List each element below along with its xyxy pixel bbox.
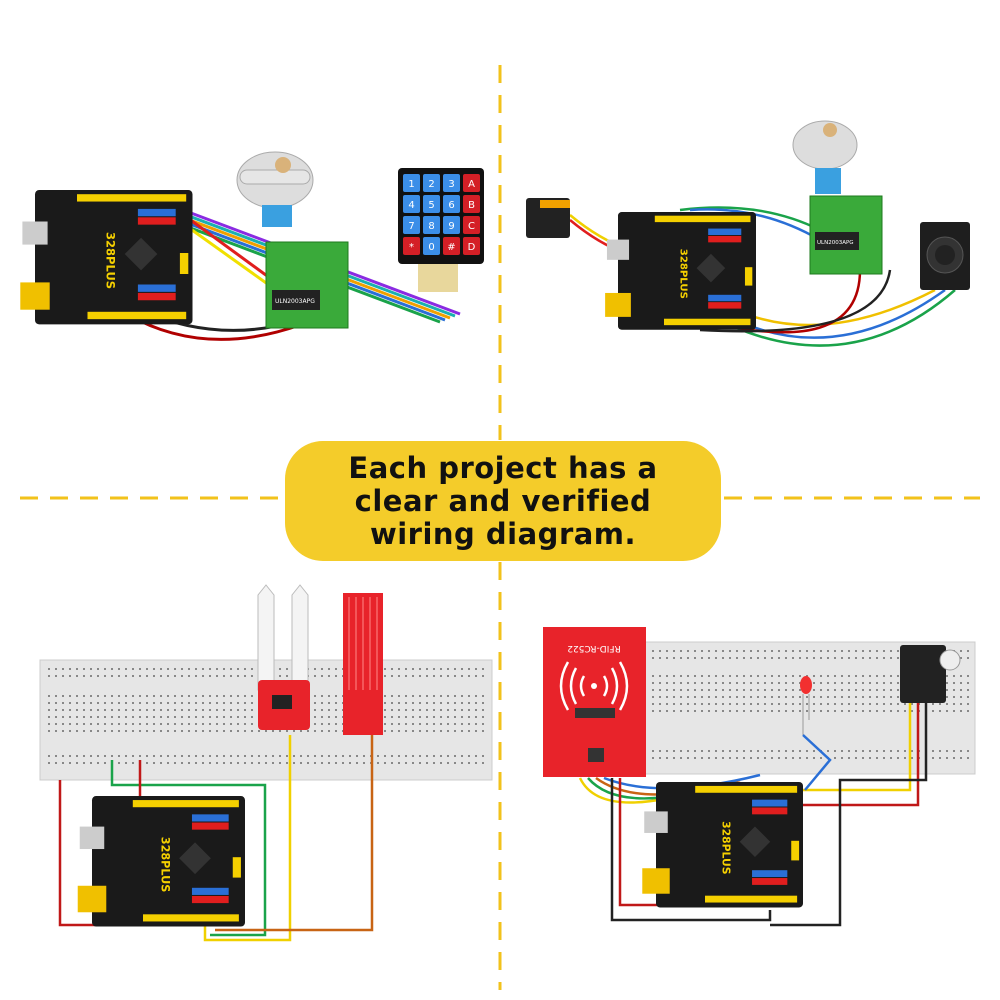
keypad-key-label: 2 [428, 179, 434, 190]
board-label: 328PLUS [678, 249, 689, 299]
keypad-key: 0 [423, 237, 440, 255]
joystick-module [920, 222, 970, 290]
board-label: 328PLUS [158, 837, 171, 893]
keypad-key: 5 [423, 195, 440, 213]
dividers [20, 65, 980, 990]
arduino-328plus-board: 328PLUS [20, 190, 193, 325]
keypad-key-label: A [468, 179, 475, 190]
keypad-key-label: 3 [448, 179, 454, 190]
keypad: 1 2 3 A 4 5 6 B 7 8 9 C * 0 # D [398, 168, 484, 292]
rfid-label: RFID-RC522 [567, 643, 621, 653]
keypad-key-label: 0 [428, 242, 434, 253]
keypad-key: 7 [403, 216, 420, 234]
keypad-key: 9 [443, 216, 460, 234]
arduino-328plus-board: 328PLUS [77, 796, 245, 927]
servo-motor [526, 198, 570, 238]
keypad-key-label: 8 [428, 221, 434, 232]
keypad-key: 4 [403, 195, 420, 213]
water-level-sensor [343, 593, 383, 735]
red-led [800, 676, 812, 735]
keypad-key: C [463, 216, 480, 234]
keypad-key: * [403, 237, 420, 255]
headline-banner: Each project has a clear and verified wi… [285, 441, 721, 561]
servo-motor [900, 645, 961, 703]
stepper-motor [236, 151, 314, 227]
keypad-key: B [463, 195, 480, 213]
board-label: 328PLUS [720, 821, 733, 874]
keypad-key: D [463, 237, 480, 255]
keypad-key-label: D [468, 242, 476, 253]
keypad-key-label: 5 [428, 200, 434, 211]
project-soil-water-sensor [39, 584, 493, 942]
motor-driver-board: ULN2003APG [809, 195, 883, 275]
keypad-key: 3 [443, 174, 460, 192]
keypad-key: # [443, 237, 460, 255]
keypad-key-label: 6 [448, 200, 454, 211]
keypad-key-label: B [468, 200, 475, 211]
keypad-key: A [463, 174, 480, 192]
keypad-key: 6 [443, 195, 460, 213]
keypad-key-label: C [468, 221, 475, 232]
keypad-key-label: 9 [448, 221, 454, 232]
project-rfid-servo: RFID-RC522 [543, 627, 976, 927]
keypad-key-label: * [409, 242, 414, 253]
rfid-module: RFID-RC522 [543, 627, 646, 777]
keypad-key-label: 7 [408, 221, 414, 232]
keypad-key: 1 [403, 174, 420, 192]
project-stepper-keypad: ULN2003APG 1 2 3 A 4 5 6 B 7 8 9 C * 0 # D [94, 151, 484, 341]
keypad-key: 2 [423, 174, 440, 192]
soil-moisture-sensor [257, 584, 310, 730]
arduino-328plus-board: 328PLUS [605, 212, 756, 330]
keypad-key: 8 [423, 216, 440, 234]
stepper-motor [792, 120, 858, 194]
board-label: 328PLUS [103, 232, 117, 289]
driver-chip-label: ULN2003APG [817, 240, 854, 246]
arduino-328plus-board: 328PLUS [642, 782, 803, 908]
headline-text: Each project has a clear and verified wi… [348, 450, 658, 551]
motor-driver-board: ULN2003APG [265, 241, 349, 329]
keypad-key-label: 4 [408, 200, 414, 211]
driver-chip-label: ULN2003APG [275, 298, 315, 305]
keypad-key-label: # [447, 242, 455, 253]
keypad-key-label: 1 [408, 179, 414, 190]
